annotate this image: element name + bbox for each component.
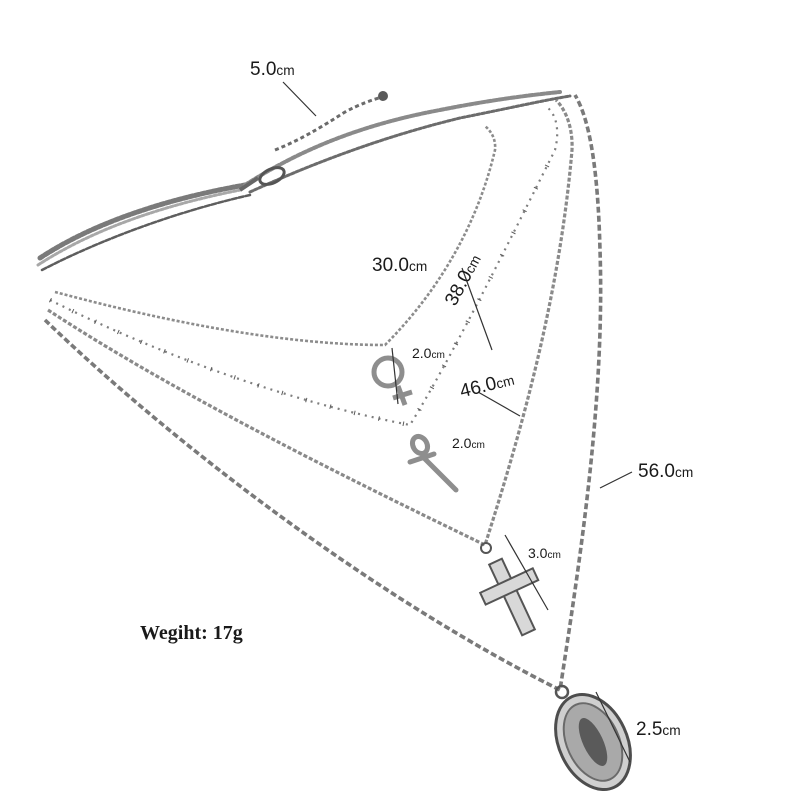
label-chain-56cm: 56.0cm [638, 461, 694, 482]
label-chain-30cm: 30.0cm [372, 255, 428, 276]
ankh-pendant [407, 433, 459, 493]
oval-medal-pendant [554, 684, 632, 792]
chain-46cm [47, 98, 574, 548]
measurement-lines [282, 81, 633, 763]
chain-bundle [36, 90, 572, 272]
chain-56cm [43, 94, 603, 693]
female-symbol-pendant [371, 355, 413, 406]
extension-chain [238, 91, 388, 192]
label-clasp-extension: 5.0cm [250, 59, 295, 80]
weight-label: Wegiht: 17g [140, 622, 243, 644]
label-female-pendant: 2.0cm [412, 345, 445, 361]
chain-30cm [54, 125, 497, 347]
cross-pendant [478, 542, 540, 637]
label-ankh-pendant: 2.0cm [452, 435, 485, 451]
label-cross-pendant: 3.0cm [528, 545, 561, 561]
label-medal-pendant: 2.5cm [636, 719, 681, 740]
